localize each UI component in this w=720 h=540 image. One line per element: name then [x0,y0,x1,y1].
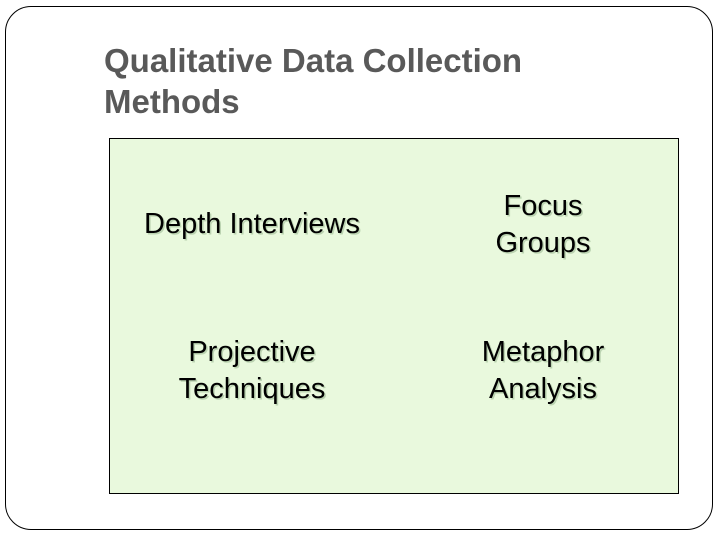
method-item-projective-techniques: Projective Techniques [110,316,394,493]
methods-grid: Depth Interviews Focus Groups Projective… [110,139,678,493]
method-item-focus-groups: Focus Groups [394,139,678,316]
method-item-depth-interviews: Depth Interviews [110,139,394,316]
slide-frame: Qualitative Data Collection Methods Dept… [5,6,713,530]
method-label-depth-interviews: Depth Interviews [144,208,360,240]
page-title: Qualitative Data Collection Methods [104,42,523,120]
method-label-metaphor-analysis: Metaphor Analysis [481,336,605,405]
method-item-metaphor-analysis: Metaphor Analysis [394,316,678,493]
method-label-projective-techniques: Projective Techniques [178,336,326,405]
method-label-focus-groups: Focus Groups [495,189,591,259]
methods-content-box: Depth Interviews Focus Groups Projective… [109,138,679,494]
